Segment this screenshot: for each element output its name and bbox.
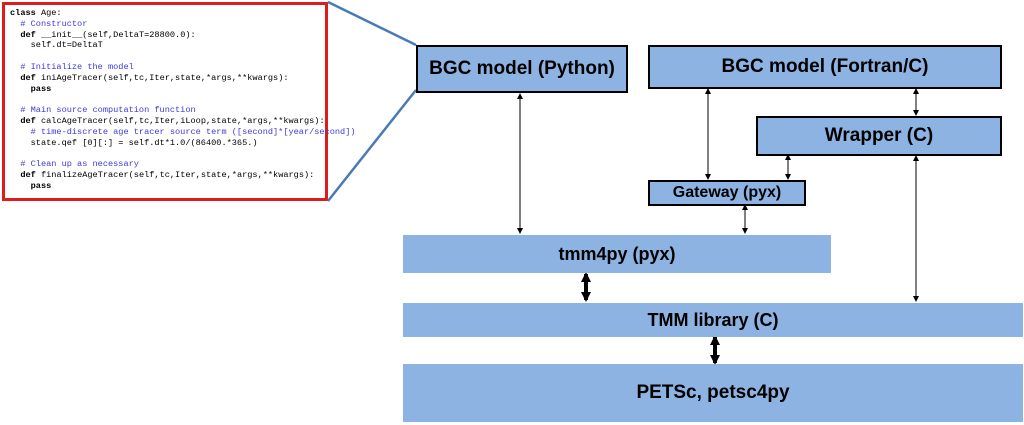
code-keyword: def (20, 72, 36, 83)
code-text: __init__(self,DeltaT=28800.0): (35, 29, 196, 40)
code-line: # time-discrete age tracer source term (… (10, 127, 356, 138)
code-line: def calcAgeTracer(self,tc,Iter,iLoop,sta… (10, 115, 324, 127)
code-line: # Initialize the model (10, 62, 321, 73)
code-text: iniAgeTracer(self,tc,Iter,state,*args,**… (35, 72, 289, 83)
code-text: self.dt=DeltaT (10, 40, 103, 51)
tmm-library-label: TMM library (C) (647, 309, 779, 330)
tmm-library-box: TMM library (C) (403, 303, 1023, 337)
code-text: finalizeAgeTracer(self,tc,Iter,state,*ar… (35, 169, 315, 180)
code-panel: class Age: # Constructor def __init__(se… (2, 2, 356, 201)
code-keyword: class (10, 8, 36, 18)
code-comment: # Main source computation function (10, 105, 196, 116)
petsc-label: PETSc, petsc4py (636, 382, 790, 403)
code-comment: # time-discrete age tracer source term (… (10, 126, 356, 137)
code-keyword: def (20, 115, 36, 126)
callout-line-top (327, 0, 417, 47)
code-line: def __init__(self,DeltaT=28800.0): (10, 30, 321, 41)
code-line: state.qef [0][:] = self.dt*1.0/(86400.*3… (10, 138, 321, 149)
code-line: self.dt=DeltaT (10, 40, 321, 51)
bgc-fortran-box: BGC model (Fortran/C) (648, 45, 1002, 89)
tmm4py-label: tmm4py (pyx) (558, 243, 676, 264)
code-keyword: def (20, 29, 36, 40)
bgc-python-label: BGC model (Python) (429, 58, 615, 79)
code-line: # Constructor (10, 19, 321, 30)
code-comment: # Initialize the model (10, 61, 134, 72)
gateway-box: Gateway (pyx) (648, 180, 806, 206)
bgc-fortran-label: BGC model (Fortran/C) (721, 56, 929, 77)
callout-line-bottom (327, 89, 417, 202)
code-comment: # Clean up as necessary (10, 159, 139, 170)
code-keyword: pass (30, 83, 52, 94)
bgc-python-box: BGC model (Python) (416, 45, 628, 93)
code-line: def iniAgeTracer(self,tc,Iter,state,*arg… (10, 73, 321, 84)
code-line: # Clean up as necessary (10, 159, 321, 170)
code-keyword: pass (30, 180, 52, 191)
code-line: pass (10, 84, 321, 95)
code-line: def finalizeAgeTracer(self,tc,Iter,state… (10, 170, 321, 181)
code-line: class Age: (10, 8, 321, 19)
code-comment: # Constructor (10, 18, 88, 29)
code-keyword: def (20, 169, 36, 180)
code-text: Age: (35, 8, 62, 18)
petsc-box: PETSc, petsc4py (403, 364, 1023, 422)
tmm4py-box: tmm4py (pyx) (403, 235, 831, 273)
code-text: calcAgeTracer(self,tc,Iter,iLoop,state,*… (35, 115, 325, 126)
gateway-label: Gateway (pyx) (672, 184, 782, 201)
code-line: pass (10, 181, 321, 192)
wrapper-label: Wrapper (C) (824, 125, 934, 146)
code-line: # Main source computation function (10, 105, 321, 116)
wrapper-box: Wrapper (C) (756, 116, 1002, 156)
code-text: state.qef [0][:] = self.dt*1.0/(86400.*3… (10, 137, 258, 148)
